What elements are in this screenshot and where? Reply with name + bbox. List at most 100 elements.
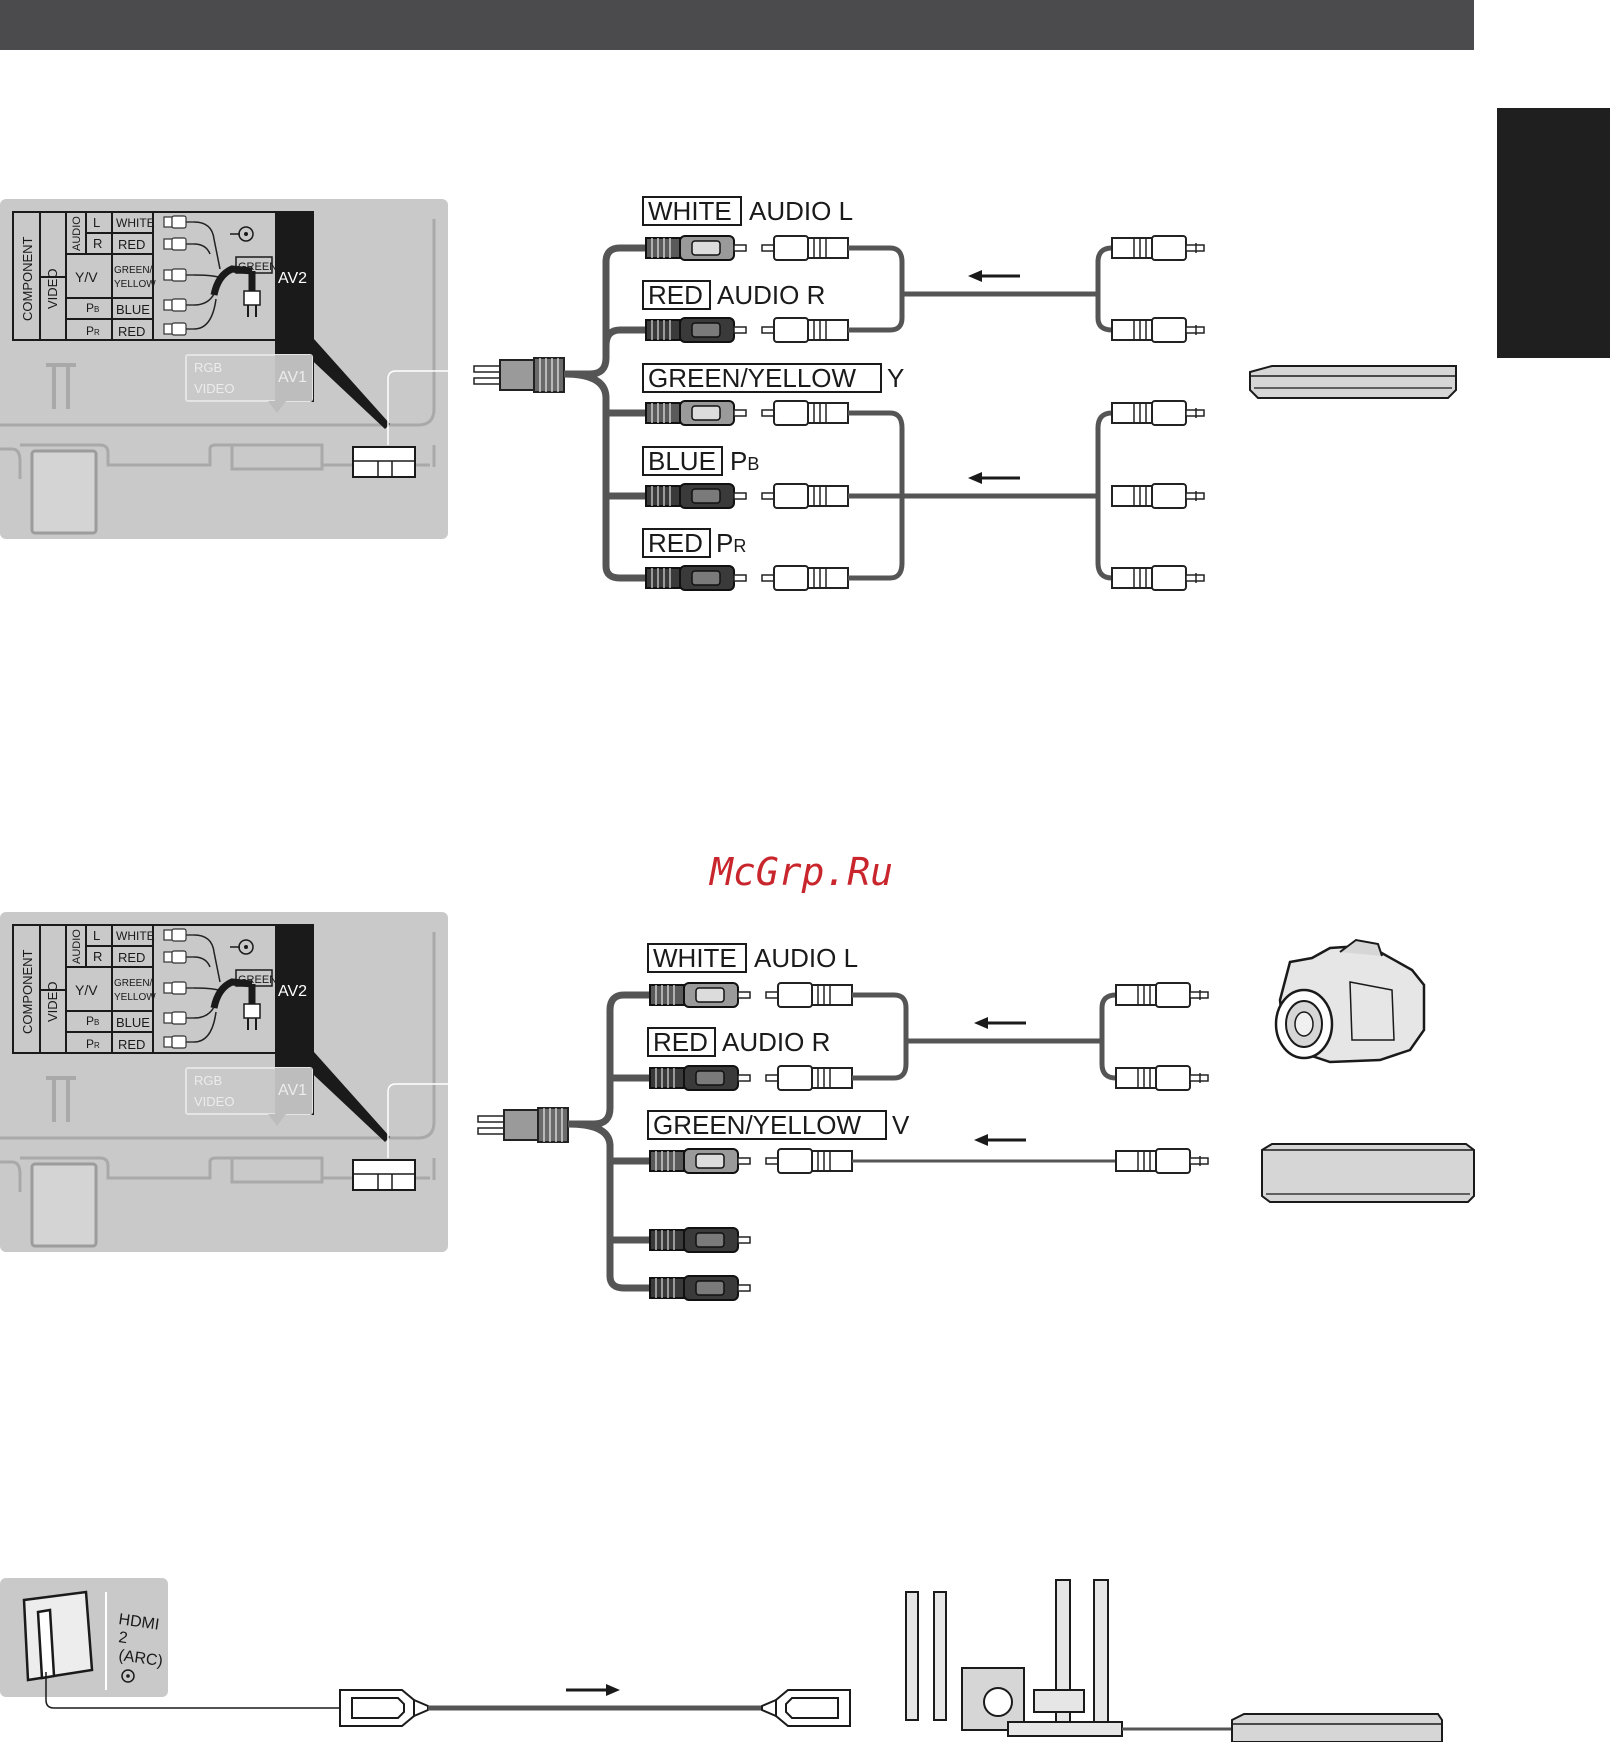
panel-video-av1-label: VIDEO: [194, 381, 234, 396]
label-white-audio-l: WHITE AUDIO L: [642, 196, 853, 226]
hdmi-cable-plug: [761, 1689, 851, 1727]
panel-av2-label: AV2: [278, 983, 307, 1000]
rca-plug-audio-l: [761, 235, 849, 261]
panel-color-green: GREEN/: [114, 265, 153, 276]
label-red-pr: RED PR: [642, 528, 746, 558]
panel-av1-label: AV1: [278, 369, 307, 386]
watermark-text: McGrp.Ru: [708, 850, 893, 894]
signal-direction-arrow: [974, 1017, 1026, 1029]
adapter-jack-red: [645, 317, 747, 343]
panel-av1-label: AV1: [278, 1082, 307, 1099]
adapter-jack-blue: [645, 483, 747, 509]
svg-text:AUDIO R: AUDIO R: [722, 1027, 830, 1057]
av-adapter-plug: [477, 1107, 569, 1143]
hdmi-port-number: 2: [117, 1629, 128, 1647]
panel-green-label: GREEN: [238, 261, 277, 273]
rca-plug-pr: [761, 565, 849, 591]
tv-av-terminal-panel: COMPONENT VIDEO AUDIO L R Y/V PB PR WHIT…: [0, 912, 470, 1252]
svg-text:Y: Y: [887, 363, 904, 393]
hdmi-arc-label: (ARC): [117, 1647, 163, 1670]
panel-av2-label: AV2: [278, 270, 307, 287]
signal-direction-arrow: [566, 1684, 620, 1696]
camcorder-device: [1274, 938, 1426, 1064]
adapter-jack-green: [645, 400, 747, 426]
hdmi-port-label: HDMI: [117, 1611, 160, 1634]
dvd-player-device: [1249, 365, 1457, 399]
svg-text:PR: PR: [716, 528, 746, 558]
rca-plug-device-audio-r: [1111, 317, 1205, 343]
rca-plug-pb: [761, 483, 849, 509]
panel-color-yellow: YELLOW: [114, 992, 156, 1003]
diagram-composite-connection: COMPONENT VIDEO AUDIO L R Y/V PB PR WHIT…: [0, 912, 1475, 1301]
panel-row-code-yv: Y/V: [75, 269, 98, 285]
hdmi-port: [22, 1590, 94, 1682]
label-red-audio-r: RED AUDIO R: [642, 280, 825, 310]
panel-rgb-label: RGB: [194, 360, 222, 375]
label-green-yellow-v: GREEN/YELLOW V: [647, 1110, 910, 1140]
adapter-jack-unused: [649, 1227, 751, 1253]
label-white-audio-l: WHITE AUDIO L: [647, 943, 858, 973]
diagram-component-connection: COMPONENT VIDEO AUDIO L R Y/V PB PR WHIT…: [0, 196, 1457, 591]
rca-plug-device-audio-r: [1115, 1065, 1209, 1091]
svg-text:AUDIO R: AUDIO R: [717, 280, 825, 310]
section-side-tab: [1497, 108, 1610, 358]
panel-color-blue: BLUE: [116, 1015, 150, 1030]
panel-color-yellow: YELLOW: [114, 279, 156, 290]
panel-video-av1-label: VIDEO: [194, 1094, 234, 1109]
adapter-jack-unused: [649, 1275, 751, 1301]
panel-component-label: COMPONENT: [20, 949, 35, 1034]
rca-plug-audio-l: [765, 982, 853, 1008]
panel-audio-label: AUDIO: [71, 929, 83, 964]
panel-video-label: VIDEO: [45, 982, 60, 1022]
panel-row-code-r: R: [93, 949, 102, 964]
panel-row-code-pb: PB: [86, 301, 99, 315]
panel-row-code-r: R: [93, 236, 102, 251]
player-device: [1231, 1713, 1443, 1742]
rca-plug-device-y: [1111, 400, 1205, 426]
svg-text:PB: PB: [730, 446, 759, 476]
rca-plug-device-pb: [1111, 483, 1205, 509]
label-green-yellow-y: GREEN/YELLOW Y: [642, 363, 904, 393]
adapter-jack-white: [645, 235, 747, 261]
signal-direction-arrow: [974, 1134, 1026, 1146]
tv-av-terminal-panel: COMPONENT VIDEO AUDIO L R Y/V PB PR WHIT…: [0, 199, 470, 539]
svg-text:WHITE: WHITE: [653, 943, 737, 973]
hdmi-cable-plug: [339, 1689, 429, 1727]
panel-color-white: WHITE: [116, 216, 155, 230]
panel-rgb-label: RGB: [194, 1073, 222, 1088]
svg-text:AUDIO L: AUDIO L: [749, 196, 853, 226]
label-red-audio-r: RED AUDIO R: [647, 1027, 830, 1057]
svg-text:BLUE: BLUE: [648, 446, 716, 476]
label-blue-pb: BLUE PB: [642, 446, 759, 476]
svg-text:AUDIO L: AUDIO L: [754, 943, 858, 973]
signal-direction-arrow: [968, 472, 1020, 484]
panel-row-code-yv: Y/V: [75, 982, 98, 998]
rca-plug-device-audio-l: [1115, 982, 1209, 1008]
home-theater-system-device: [905, 1579, 1123, 1737]
panel-video-label: VIDEO: [45, 269, 60, 309]
arc-icon: [121, 1669, 135, 1683]
rca-plug-device-audio-l: [1111, 235, 1205, 261]
rca-plug-y: [761, 400, 849, 426]
panel-color-white: WHITE: [116, 929, 155, 943]
svg-text:GREEN/YELLOW: GREEN/YELLOW: [648, 363, 857, 393]
panel-green-label: GREEN: [238, 974, 277, 986]
header-bar: [0, 0, 1474, 50]
diagram-hdmi-arc-connection: HDMI 2 (ARC): [0, 1578, 1443, 1742]
panel-color-red: RED: [118, 950, 145, 965]
svg-text:RED: RED: [653, 1027, 708, 1057]
svg-text:RED: RED: [648, 280, 703, 310]
svg-text:GREEN/YELLOW: GREEN/YELLOW: [653, 1110, 862, 1140]
svg-text:RED: RED: [648, 528, 703, 558]
svg-text:WHITE: WHITE: [648, 196, 732, 226]
rca-plug-audio-r: [761, 317, 849, 343]
panel-row-code-pr: PR: [86, 324, 100, 338]
rca-plug-video: [765, 1148, 853, 1174]
rca-plug-device-video: [1115, 1148, 1209, 1174]
panel-color-red-pr: RED: [118, 324, 145, 339]
panel-color-red: RED: [118, 237, 145, 252]
rca-plug-audio-r: [765, 1065, 853, 1091]
adapter-jack-white: [649, 982, 751, 1008]
adapter-jack-red: [649, 1065, 751, 1091]
